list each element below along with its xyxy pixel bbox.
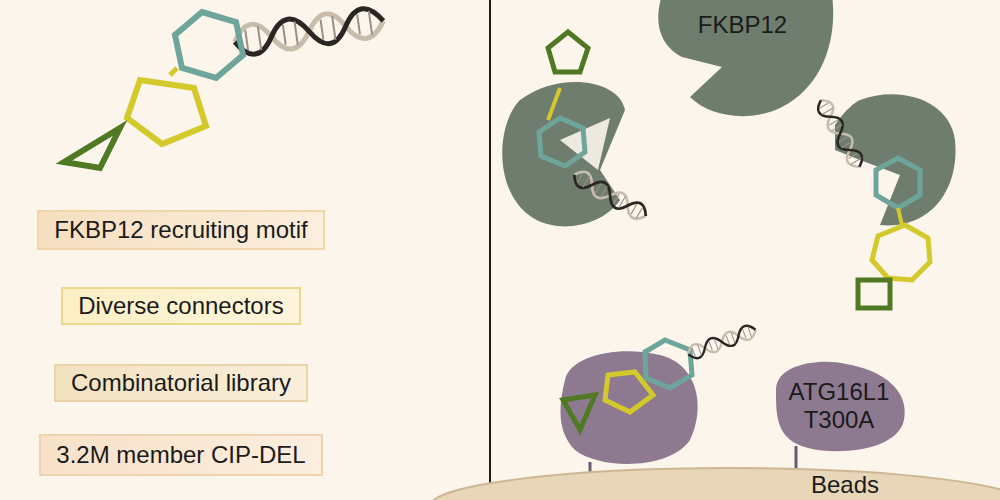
- feature-box: 3.2M member CIP-DEL: [39, 434, 322, 476]
- feature-box: Combinatorial library: [54, 364, 308, 402]
- label-text: 3.2M member CIP-DEL: [56, 441, 305, 469]
- label-text: FKBP12: [650, 11, 835, 39]
- label-text: Combinatorial library: [71, 369, 291, 397]
- beads: Beads: [440, 466, 1000, 500]
- label-text: Beads: [795, 471, 895, 499]
- atg16l1-protein: ATG16L1 T300A: [768, 360, 910, 452]
- feature-box: FKBP12 recruiting motif: [37, 210, 324, 250]
- label-text: Diverse connectors: [78, 292, 283, 320]
- label-text: ATG16L1 T300A: [768, 378, 910, 433]
- tether-line: [795, 446, 798, 470]
- protein-shape: [440, 466, 1000, 500]
- label-text: FKBP12 recruiting motif: [54, 216, 307, 244]
- feature-box: Diverse connectors: [61, 287, 301, 325]
- fkbp12-protein: FKBP12: [650, 0, 835, 120]
